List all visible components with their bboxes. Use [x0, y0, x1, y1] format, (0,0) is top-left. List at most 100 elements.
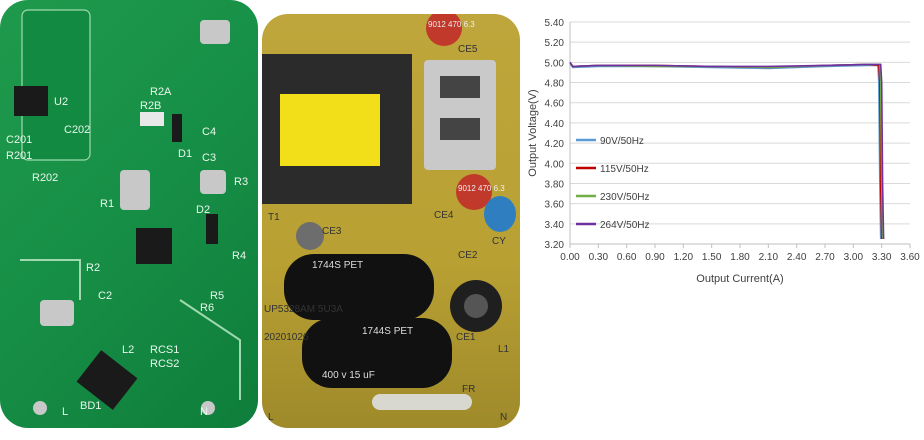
pcb-bottom-photo: U2 C202 R202 C4 D1 C3 R3 R2A R2B D2 R1 R…: [0, 0, 258, 428]
label-ce4: CE4: [434, 210, 454, 221]
label-date-code: 20201026: [264, 332, 309, 343]
label-ce5: CE5: [458, 44, 478, 55]
resistor-pad: [140, 112, 164, 126]
ic-u2: [14, 86, 48, 116]
solder-pad: [200, 20, 230, 44]
ic-main: [136, 228, 172, 264]
usb-slot: [440, 118, 480, 140]
x-tick-label: 3.00: [844, 252, 864, 263]
solder-pad: [200, 170, 226, 194]
y-axis-title: Output Voltage(V): [527, 89, 539, 176]
x-tick-label: 1.50: [702, 252, 722, 263]
y-tick-label: 3.20: [545, 240, 565, 251]
label-r2: R2: [86, 262, 101, 274]
label-l1: L1: [498, 344, 510, 355]
label-d1: D1: [178, 148, 193, 160]
label-r201: R201: [6, 150, 33, 162]
series-line-264v-50hz: [569, 61, 885, 240]
solder-pad: [33, 401, 47, 415]
label-c202: C202: [64, 124, 91, 136]
small-cap-marking-2: 9012 470 6.3: [458, 184, 505, 193]
label-fr: FR: [462, 384, 476, 395]
capacitor-large-top: [284, 254, 434, 320]
legend-label: 115V/50Hz: [600, 164, 649, 175]
capacitor-ce4: [456, 174, 492, 210]
label-u2: U2: [54, 96, 69, 108]
transformer-winding: [280, 94, 380, 166]
x-tick-label: 3.60: [900, 252, 920, 263]
label-c4: C4: [202, 126, 217, 138]
x-tick-label: 1.20: [674, 252, 694, 263]
y-tick-label: 5.00: [545, 58, 565, 69]
bridge-rectifier: [76, 350, 138, 410]
capacitor-ce3: [296, 222, 324, 250]
label-c2: C2: [98, 290, 113, 302]
inductor-core: [464, 294, 488, 318]
y-tick-label: 4.60: [545, 99, 565, 110]
x-tick-label: 0.30: [589, 252, 609, 263]
label-r5: R5: [210, 290, 225, 302]
x-axis-title: Output Current(A): [696, 273, 783, 285]
x-tick-label: 2.70: [815, 252, 835, 263]
label-d2: D2: [196, 204, 211, 216]
y-tick-label: 3.60: [545, 200, 565, 211]
label-ce3: CE3: [322, 226, 342, 237]
label-r4: R4: [232, 250, 247, 262]
label-r3: R3: [234, 176, 249, 188]
y-tick-label: 4.40: [545, 119, 565, 130]
series-line-115v-50hz: [569, 61, 883, 240]
output-voltage-chart: 3.203.403.603.804.004.204.404.604.805.00…: [527, 18, 920, 285]
label-t1: T1: [268, 212, 280, 223]
label-rcs1: RCS1: [150, 344, 180, 356]
label-l-pin: L: [268, 412, 274, 423]
solder-pad: [201, 401, 215, 415]
label-ce2: CE2: [458, 250, 478, 261]
series-line-230v-50hz: [569, 62, 884, 238]
legend-label: 90V/50Hz: [600, 136, 644, 147]
diode-d1: [172, 114, 182, 142]
label-l: L: [62, 406, 69, 418]
y-tick-label: 3.80: [545, 179, 565, 190]
pcb-top-photo: CE5 CE4 CE3 CE2 CE1 CY T1 L1 FR L N UP53…: [262, 14, 520, 428]
small-cap-marking-1: 9012 470 6.3: [428, 20, 475, 29]
trace: [179, 299, 241, 400]
x-tick-label: 2.10: [759, 252, 779, 263]
pcb-top-artwork: [262, 14, 516, 410]
label-r6: R6: [200, 302, 215, 314]
label-n: N: [200, 406, 208, 418]
label-bd1: BD1: [80, 400, 102, 412]
cap-marking-3: 400 v 15 uF: [322, 370, 375, 381]
x-tick-label: 0.90: [645, 252, 665, 263]
y-tick-label: 5.20: [545, 38, 565, 49]
label-r2b: R2B: [140, 100, 162, 112]
trace: [20, 259, 81, 300]
label-n-pin: N: [500, 412, 508, 423]
label-c201: C201: [6, 134, 33, 146]
capacitor-cy: [484, 196, 516, 232]
label-r202: R202: [32, 172, 59, 184]
label-r1: R1: [100, 198, 115, 210]
diode-d2: [206, 214, 218, 244]
cap-marking-2: 1744S PET: [362, 326, 414, 337]
pcb-bottom-artwork: [14, 9, 241, 415]
capacitor-ce5: [426, 14, 462, 46]
pcb-zone-outline: [21, 9, 91, 161]
x-tick-label: 3.30: [872, 252, 892, 263]
x-tick-label: 1.80: [730, 252, 750, 263]
label-l2: L2: [122, 344, 135, 356]
cap-marking-1: 1744S PET: [312, 260, 364, 271]
label-cy: CY: [492, 236, 506, 247]
fuse-resistor: [372, 394, 472, 410]
label-r2a: R2A: [150, 86, 172, 98]
series-line-90v-50hz: [569, 62, 882, 240]
label-c3: C3: [202, 152, 217, 164]
solder-pad: [120, 170, 150, 210]
label-ce1: CE1: [456, 332, 476, 343]
legend-label: 230V/50Hz: [600, 192, 649, 203]
y-tick-label: 5.40: [545, 18, 565, 29]
label-rcs2: RCS2: [150, 358, 180, 370]
capacitor-large-bottom: [302, 318, 452, 388]
label-part-code: UP5328AM 5U3A: [264, 304, 343, 315]
y-tick-label: 3.40: [545, 220, 565, 231]
y-tick-label: 4.20: [545, 139, 565, 150]
